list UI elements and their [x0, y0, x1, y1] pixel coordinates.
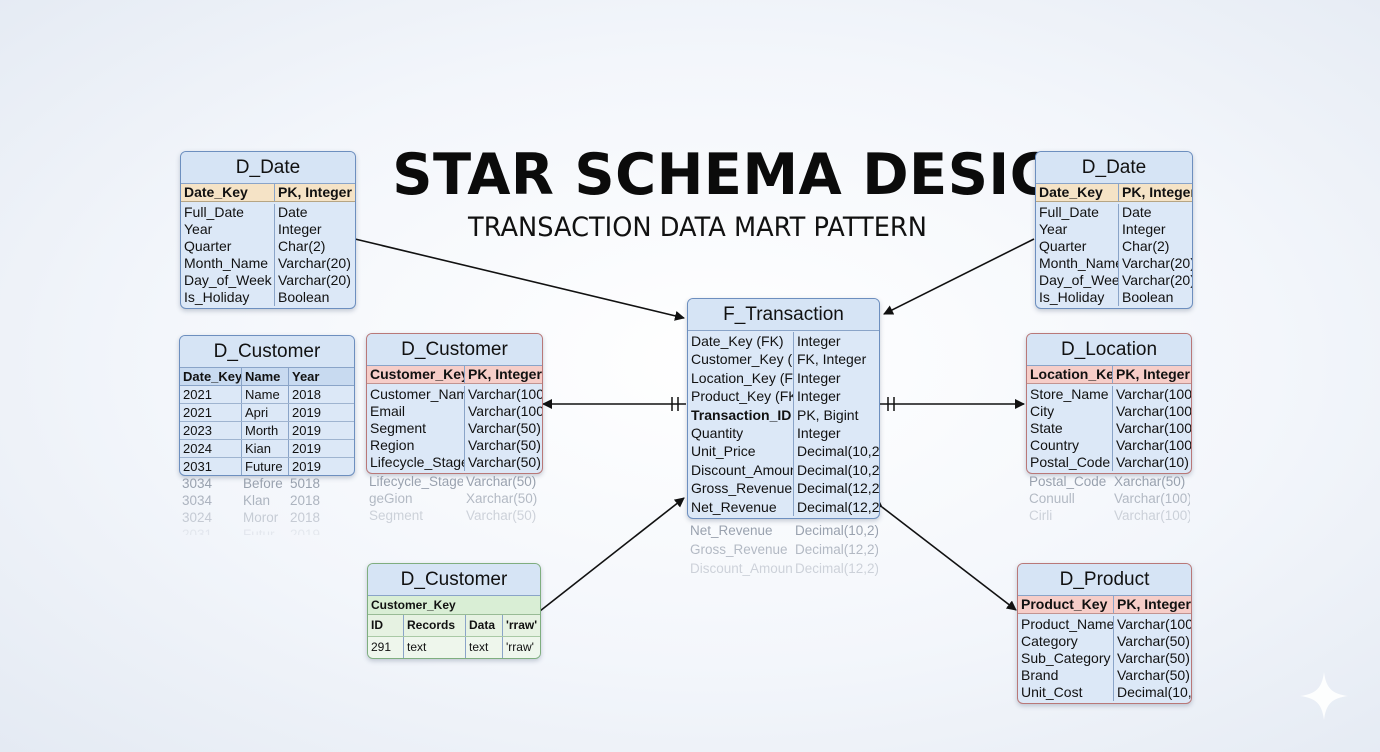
table-row: Location_Key (FK)Integer — [688, 368, 879, 388]
d-customer-table: D_Customer Customer_Key PK, Integer Cust… — [366, 333, 543, 474]
column-header-row: Date_Key Name Year — [180, 368, 354, 386]
link-customer-small-to-fact — [529, 497, 685, 621]
table-row: Date_Key (FK)Integer — [688, 332, 879, 351]
table-title: D_Customer — [180, 336, 354, 368]
diagram-title: STAR SCHEMA DESIGN — [392, 142, 1104, 208]
table-title: D_Date — [1036, 152, 1192, 184]
pk-row: Customer_Key — [368, 596, 540, 615]
pk-row: Date_Key PK, Integer — [181, 184, 355, 202]
d-product-table: D_Product Product_Key PK, Integer Produc… — [1017, 563, 1192, 704]
f-transaction-table: F_Transaction Date_Key (FK)Integer Custo… — [687, 298, 880, 520]
diagram-subtitle: TRANSACTION DATA MART PATTERN — [468, 212, 927, 243]
table-title: F_Transaction — [688, 299, 879, 331]
table-title: D_Customer — [368, 564, 540, 596]
table-title: D_Customer — [367, 334, 542, 366]
pk-row: Product_Key PK, Integer — [1018, 596, 1191, 614]
table-row: Product_Key (FK)Integer — [688, 387, 879, 406]
table-row: 291 text text 'rraw' — [368, 637, 540, 658]
sparkle-icon — [1300, 672, 1348, 720]
d-customer-small-table: D_Customer Customer_Key ID Records Data … — [367, 563, 541, 659]
link-date-left-to-fact — [354, 238, 685, 321]
table-title: D_Product — [1018, 564, 1191, 596]
pk-row: Customer_Key PK, Integer — [367, 366, 542, 384]
d-location-table: D_Location Location_Key PK, Integer Stor… — [1026, 333, 1192, 474]
link-date-right-to-fact — [883, 238, 1035, 315]
table-title: D_Location — [1027, 334, 1191, 366]
link-fact-to-product — [871, 497, 1017, 611]
table-title: D_Date — [181, 152, 355, 184]
table-row: Customer_Key (FK)FK, Integer — [688, 350, 879, 369]
column-header-row: ID Records Data 'rraw' — [368, 615, 540, 637]
pk-row: Date_Key PK, Integer — [1036, 184, 1192, 202]
pk-row: Location_Key PK, Integer — [1027, 366, 1191, 384]
